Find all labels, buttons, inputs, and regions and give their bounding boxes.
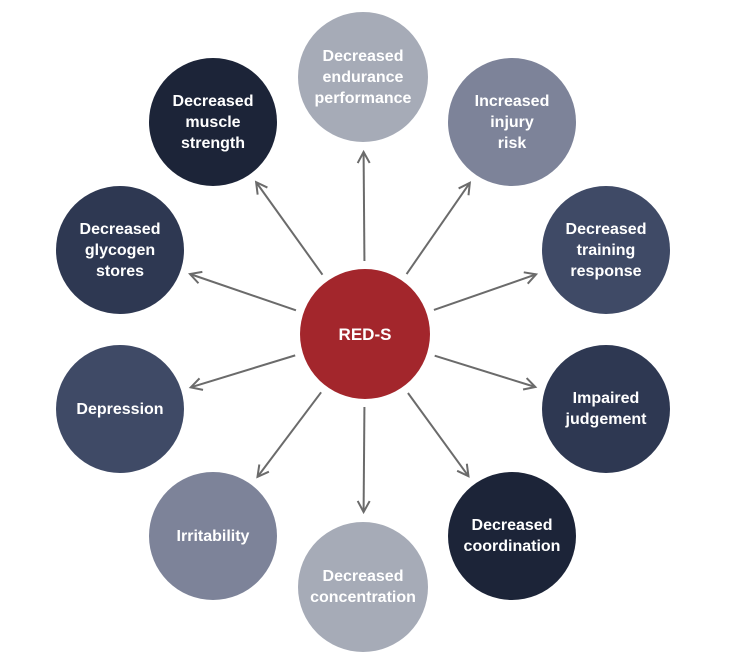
node-depression: Depression bbox=[56, 345, 184, 473]
node-label: Decreased coordination bbox=[463, 517, 561, 555]
arrow-line-decreased-coordination bbox=[407, 392, 470, 477]
node-decreased-coordination: Decreased coordination bbox=[448, 472, 576, 600]
arrow-line-increased-injury-risk bbox=[405, 182, 471, 275]
node-label: Impaired judgement bbox=[565, 390, 647, 428]
node-increased-injury-risk: Increased injury risk bbox=[448, 58, 576, 186]
center-node-red-s: RED-S bbox=[300, 269, 430, 399]
node-decreased-muscle-strength: Decreased muscle strength bbox=[149, 58, 277, 186]
arrow-head-decreased-coordination bbox=[456, 463, 470, 478]
arrow-line-decreased-endurance-performance bbox=[362, 151, 366, 262]
node-decreased-training-response: Decreased training response bbox=[542, 186, 670, 314]
node-irritability: Irritability bbox=[149, 472, 277, 600]
node-label: Decreased muscle strength bbox=[172, 92, 254, 152]
arrow-line-decreased-glycogen-stores bbox=[189, 273, 297, 312]
arrow-head-decreased-endurance-performance bbox=[356, 149, 371, 164]
arrow-line-impaired-judgement bbox=[434, 354, 536, 388]
arrow-line-decreased-concentration bbox=[362, 406, 366, 513]
node-label: Depression bbox=[76, 400, 164, 418]
arrow-head-decreased-muscle-strength bbox=[254, 180, 268, 195]
node-label: Decreased training response bbox=[565, 220, 647, 280]
node-label: Decreased concentration bbox=[310, 568, 416, 606]
node-decreased-endurance-performance: Decreased endurance performance bbox=[298, 12, 428, 142]
center-node-label: RED-S bbox=[338, 324, 392, 344]
node-decreased-glycogen-stores: Decreased glycogen stores bbox=[56, 186, 184, 314]
arrow-line-decreased-training-response bbox=[433, 273, 537, 311]
node-label: Irritability bbox=[176, 527, 250, 545]
arrow-line-irritability bbox=[256, 391, 322, 478]
arrow-head-depression bbox=[188, 377, 204, 391]
arrow-head-irritability bbox=[256, 464, 270, 479]
arrow-head-increased-injury-risk bbox=[458, 181, 472, 196]
arrow-head-impaired-judgement bbox=[522, 377, 538, 391]
arrow-head-decreased-concentration bbox=[356, 500, 371, 515]
arrow-head-decreased-glycogen-stores bbox=[188, 270, 203, 284]
node-label: Decreased glycogen stores bbox=[79, 220, 161, 280]
node-impaired-judgement: Impaired judgement bbox=[542, 345, 670, 473]
node-decreased-concentration: Decreased concentration bbox=[298, 522, 428, 652]
arrow-line-decreased-muscle-strength bbox=[255, 181, 324, 276]
node-label: Decreased endurance performance bbox=[314, 47, 412, 107]
arrow-head-decreased-training-response bbox=[523, 271, 539, 285]
node-label: Increased injury risk bbox=[474, 92, 550, 152]
arrow-line-depression bbox=[190, 354, 296, 389]
